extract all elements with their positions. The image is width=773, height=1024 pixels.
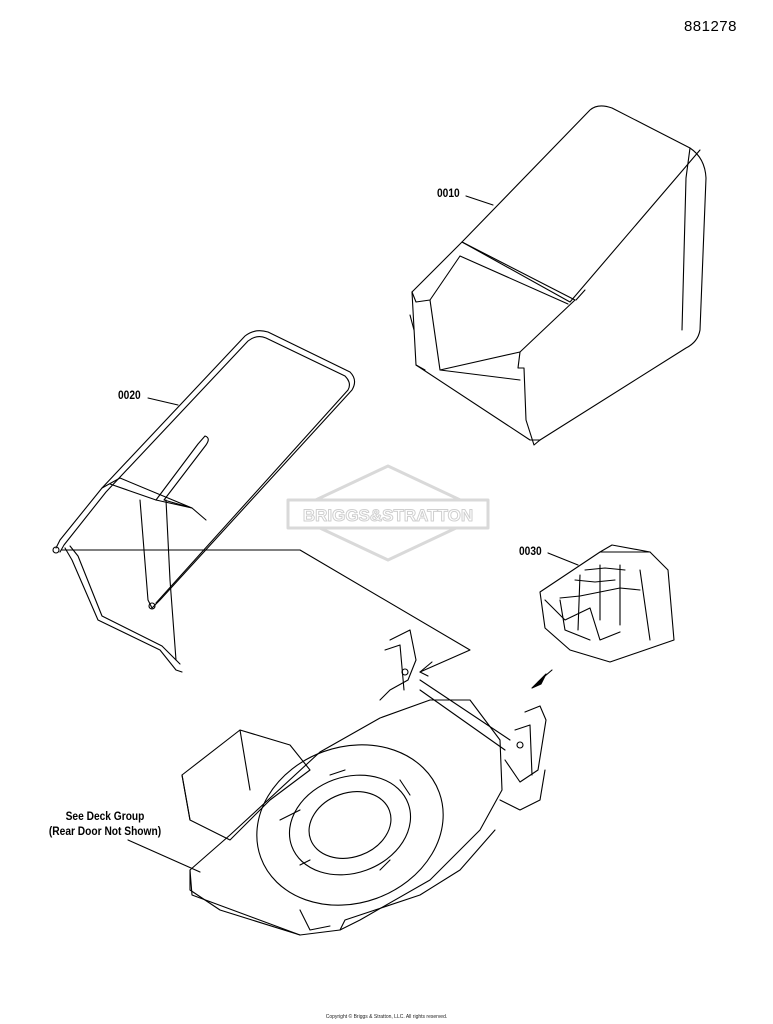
deck-group-note: See Deck Group (Rear Door Not Shown) — [33, 809, 178, 839]
deck-note-line1: See Deck Group — [65, 809, 145, 823]
grass-bag-0010 — [409, 105, 707, 446]
callout-frame: 0020 — [118, 388, 141, 402]
brand-watermark: BRIGGS&STRATTON — [286, 464, 490, 562]
callout-chute: 0030 — [519, 544, 542, 558]
bag-frame-0020 — [52, 330, 356, 673]
chute-0030 — [539, 544, 675, 663]
leader-lines — [61, 195, 579, 873]
callout-bag: 0010 — [437, 186, 460, 200]
deck-note-line2: (Rear Door Not Shown) — [48, 824, 162, 838]
watermark-text: BRIGGS&STRATTON — [303, 506, 473, 525]
diagram-number: 881278 — [683, 18, 737, 35]
copyright-notice: Copyright © Briggs & Stratton, LLC. All … — [325, 1014, 448, 1020]
mower-deck — [181, 629, 547, 936]
